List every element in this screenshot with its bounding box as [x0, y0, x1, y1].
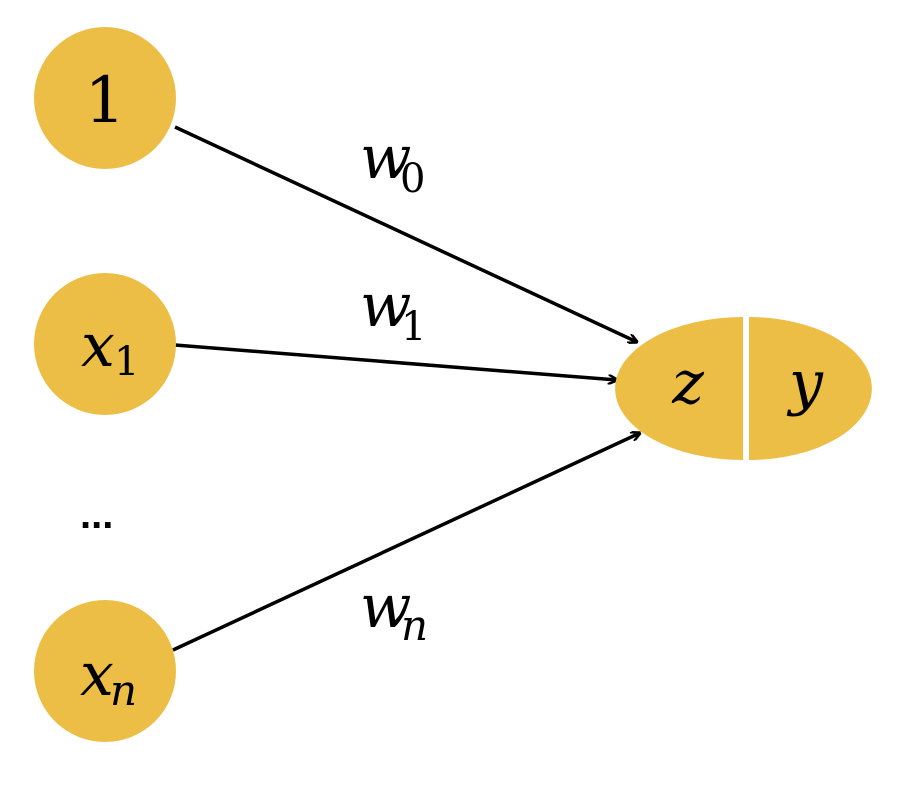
input-node-x1-var: x — [81, 311, 115, 381]
weight-label-wn: w n — [360, 572, 428, 650]
output-neuron: z y — [615, 317, 872, 460]
weight-w1-sub: 1 — [401, 304, 426, 350]
output-y-label: y — [786, 348, 824, 418]
input-node-x1-sub: 1 — [114, 339, 139, 385]
ellipsis: ... — [80, 493, 113, 537]
weight-wn-var: w — [360, 572, 411, 642]
weight-label-w0: w 0 — [360, 123, 425, 202]
input-node-xn-var: x — [80, 640, 114, 710]
edge-x1 — [174, 343, 617, 380]
input-node-x1: x 1 — [34, 273, 176, 415]
svg-text:x: x — [80, 640, 114, 710]
output-neuron-left-half — [615, 317, 743, 460]
output-neuron-right-half — [749, 317, 872, 460]
weight-label-w1: w 1 — [360, 271, 426, 350]
weight-wn-sub: n — [401, 601, 428, 650]
weight-w1-var: w — [360, 271, 411, 341]
edge-xn — [172, 433, 640, 652]
weight-w0-var: w — [360, 123, 411, 193]
svg-text:x: x — [81, 311, 115, 381]
input-node-bias: 1 — [34, 27, 176, 169]
input-node-xn-sub: n — [110, 666, 137, 715]
edge-bias — [174, 125, 637, 342]
weight-w0-sub: 0 — [400, 156, 425, 202]
input-node-bias-label: 1 — [85, 64, 126, 138]
output-z-label: z — [671, 348, 704, 418]
input-node-xn: x n — [34, 600, 176, 742]
